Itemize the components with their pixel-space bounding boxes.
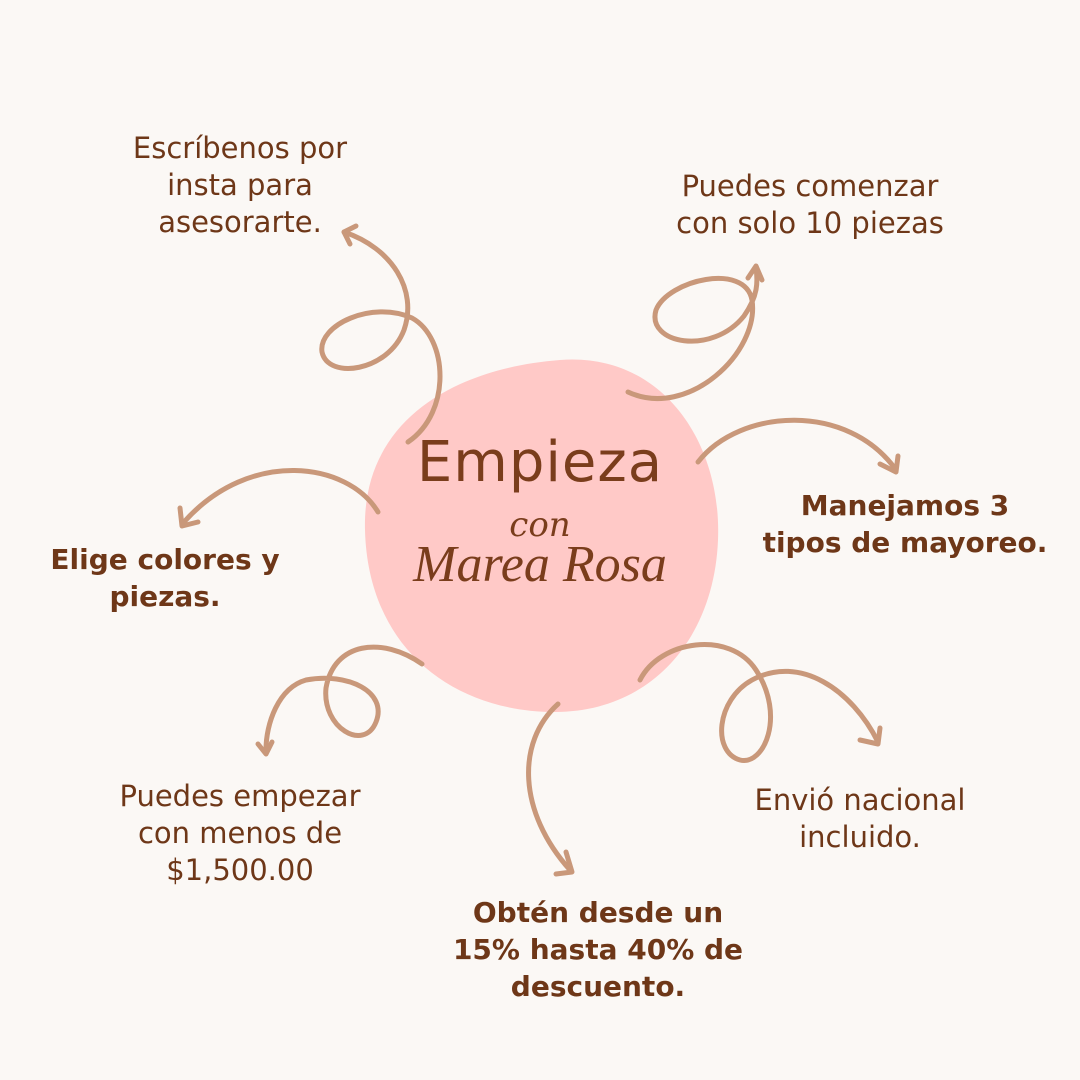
arrowhead-budget bbox=[255, 739, 275, 757]
arrow-start-pieces bbox=[625, 265, 760, 401]
center-brand: Marea Rosa bbox=[413, 536, 667, 593]
note-colors: Elige colores y piezas. bbox=[50, 543, 280, 613]
arrowhead-instagram bbox=[341, 223, 359, 247]
arrow-colors bbox=[181, 468, 381, 525]
arrow-discount bbox=[526, 701, 573, 873]
arrow-shipping bbox=[637, 642, 881, 763]
arrowhead-start-pieces bbox=[745, 263, 765, 283]
center-connector: con bbox=[509, 505, 571, 545]
note-wholesale: Manejamos 3 tipos de mayoreo. bbox=[762, 489, 1048, 559]
arrowhead-discount bbox=[553, 849, 575, 877]
note-instagram: Escríbenos por insta para asesorarte. bbox=[132, 131, 348, 239]
note-shipping: Envió nacional incluido. bbox=[754, 783, 966, 854]
arrow-wholesale bbox=[695, 417, 899, 473]
note-start-pieces: Puedes comenzar con solo 10 piezas bbox=[676, 169, 944, 240]
center-blob bbox=[364, 359, 719, 712]
arrow-instagram bbox=[319, 229, 443, 445]
arrow-budget bbox=[263, 644, 425, 753]
note-discount: Obtén desde un 15% hasta 40% de descuent… bbox=[452, 896, 744, 1003]
arrowhead-wholesale bbox=[877, 453, 901, 475]
arrowhead-colors bbox=[177, 505, 201, 529]
note-budget: Puedes empezar con menos de $1,500.00 bbox=[119, 779, 361, 887]
center-title: Empieza bbox=[416, 430, 664, 495]
arrowhead-shipping bbox=[857, 725, 883, 747]
